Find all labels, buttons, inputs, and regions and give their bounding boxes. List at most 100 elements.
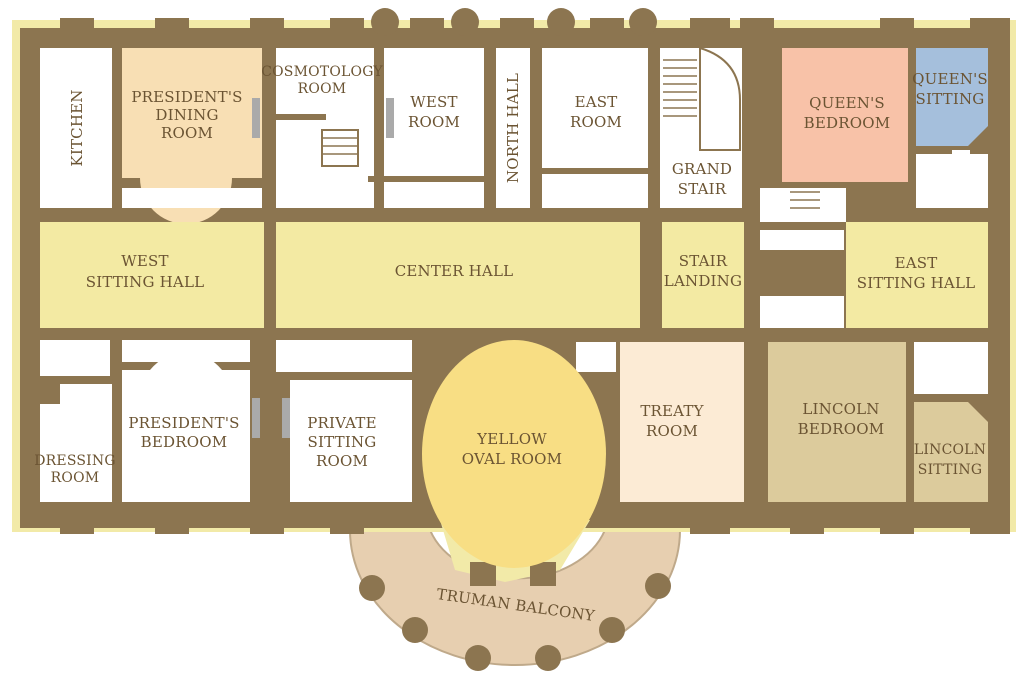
wall-pier bbox=[155, 18, 189, 48]
north-details bbox=[276, 46, 970, 209]
balcony-column bbox=[645, 573, 671, 599]
balcony-column bbox=[402, 617, 428, 643]
label-east-room-1: EAST bbox=[575, 93, 618, 111]
wall-pier bbox=[880, 510, 914, 534]
east-service-room bbox=[760, 188, 846, 222]
label-private-sitting-1: PRIVATE bbox=[307, 414, 377, 432]
private-sitting-room[interactable] bbox=[290, 380, 412, 502]
east-sitting-hall[interactable] bbox=[846, 222, 988, 328]
queens-sitting[interactable] bbox=[916, 48, 988, 146]
fireplace bbox=[386, 98, 394, 138]
label-presidents-dining-3: ROOM bbox=[161, 124, 213, 142]
treaty-room[interactable] bbox=[620, 342, 744, 502]
wall-pier bbox=[590, 18, 624, 48]
wall-pier bbox=[60, 18, 94, 48]
cosmotology-room[interactable] bbox=[276, 48, 374, 208]
wall-pier bbox=[155, 510, 189, 534]
label-cosmotology-1: COSMOTOLOGY bbox=[261, 64, 383, 80]
stair-landing[interactable] bbox=[662, 222, 744, 328]
label-stair-landing-2: LANDING bbox=[664, 272, 742, 290]
label-treaty-room-1: TREATY bbox=[640, 402, 704, 420]
label-stair-landing-1: STAIR bbox=[679, 252, 728, 270]
wall-pier bbox=[790, 510, 824, 534]
label-private-sitting-3: ROOM bbox=[316, 452, 368, 470]
stair-steps bbox=[321, 129, 359, 167]
balcony-column bbox=[359, 575, 385, 601]
label-treaty-room-2: ROOM bbox=[646, 422, 698, 440]
label-queens-bedroom-2: BEDROOM bbox=[804, 114, 891, 132]
wall-pier bbox=[970, 18, 1010, 48]
label-yellow-oval-1: YELLOW bbox=[476, 430, 547, 448]
wall-pier bbox=[250, 18, 284, 48]
label-east-sitting-hall-1: EAST bbox=[895, 254, 938, 272]
wall-pier bbox=[250, 510, 284, 534]
label-west-sitting-hall-1: WEST bbox=[121, 252, 168, 270]
south-closet bbox=[914, 342, 988, 394]
queens-bedroom[interactable] bbox=[782, 48, 908, 182]
wall-pier bbox=[970, 510, 1010, 534]
west-sitting-hall[interactable] bbox=[40, 222, 264, 328]
label-queens-sitting-1: QUEEN'S bbox=[912, 70, 988, 88]
label-north-hall: NORTH HALL bbox=[504, 73, 522, 183]
room-labels: KITCHEN PRESIDENT'S DINING ROOM COSMOTOL… bbox=[34, 64, 988, 625]
wall-pier bbox=[500, 18, 534, 48]
label-center-hall: CENTER HALL bbox=[395, 262, 514, 280]
balcony-column bbox=[599, 617, 625, 643]
chimneys bbox=[371, 8, 657, 36]
label-queens-bedroom-1: QUEEN'S bbox=[809, 94, 885, 112]
fireplace bbox=[252, 98, 260, 138]
wall-pier bbox=[410, 18, 444, 48]
dining-pantry bbox=[122, 188, 262, 208]
kitchen-room[interactable] bbox=[40, 48, 112, 208]
label-east-sitting-hall-2: SITTING HALL bbox=[857, 274, 976, 292]
balcony-columns bbox=[359, 573, 671, 671]
fireplace bbox=[282, 398, 290, 438]
label-west-sitting-hall-2: SITTING HALL bbox=[86, 273, 205, 291]
wall-pier bbox=[690, 18, 730, 48]
label-west-room-1: WEST bbox=[410, 93, 457, 111]
label-yellow-oval-2: OVAL ROOM bbox=[462, 450, 562, 468]
wall-pier bbox=[60, 510, 94, 534]
label-kitchen: KITCHEN bbox=[68, 89, 86, 166]
balcony-column bbox=[465, 645, 491, 671]
label-grand-stair-1: GRAND bbox=[672, 160, 732, 178]
dressing-room[interactable] bbox=[40, 384, 112, 502]
south-closet bbox=[576, 342, 616, 372]
east-room[interactable] bbox=[542, 48, 648, 208]
wall-pier bbox=[740, 18, 774, 48]
label-west-room-2: ROOM bbox=[408, 113, 460, 131]
label-private-sitting-2: SITTING bbox=[308, 433, 377, 451]
label-grand-stair-2: STAIR bbox=[678, 180, 727, 198]
label-east-room-2: ROOM bbox=[570, 113, 622, 131]
lincoln-sitting[interactable] bbox=[914, 402, 988, 502]
chimney bbox=[629, 8, 657, 36]
label-presidents-dining-1: PRESIDENT'S bbox=[131, 88, 242, 106]
label-dressing-room-1: DRESSING bbox=[34, 453, 116, 469]
fireplace bbox=[252, 398, 260, 438]
chimney bbox=[451, 8, 479, 36]
presidents-dining-room[interactable] bbox=[122, 48, 262, 224]
chimney bbox=[371, 8, 399, 36]
label-presidents-bedroom-2: BEDROOM bbox=[141, 433, 228, 451]
label-lincoln-sitting-1: LINCOLN bbox=[914, 442, 986, 458]
yellow-oval-room[interactable] bbox=[422, 340, 606, 568]
label-presidents-dining-2: DINING bbox=[155, 106, 218, 124]
north-hall[interactable] bbox=[496, 48, 530, 208]
label-lincoln-sitting-2: SITTING bbox=[918, 462, 982, 478]
wall-piers bbox=[60, 18, 1010, 534]
presidents-bedroom[interactable] bbox=[122, 352, 250, 502]
lincoln-bedroom[interactable] bbox=[768, 342, 906, 502]
center-hall[interactable] bbox=[276, 222, 640, 328]
south-closet bbox=[40, 340, 110, 376]
south-closet bbox=[276, 340, 412, 372]
south-closet bbox=[122, 340, 250, 362]
label-queens-sitting-2: SITTING bbox=[916, 90, 985, 108]
east-service-room bbox=[760, 230, 844, 250]
balcony-column bbox=[535, 645, 561, 671]
label-lincoln-bedroom-2: BEDROOM bbox=[798, 420, 885, 438]
label-lincoln-bedroom-1: LINCOLN bbox=[802, 400, 879, 418]
oval-bay-piers bbox=[470, 562, 556, 586]
east-service-room bbox=[760, 296, 844, 328]
label-dressing-room-2: ROOM bbox=[51, 470, 100, 486]
